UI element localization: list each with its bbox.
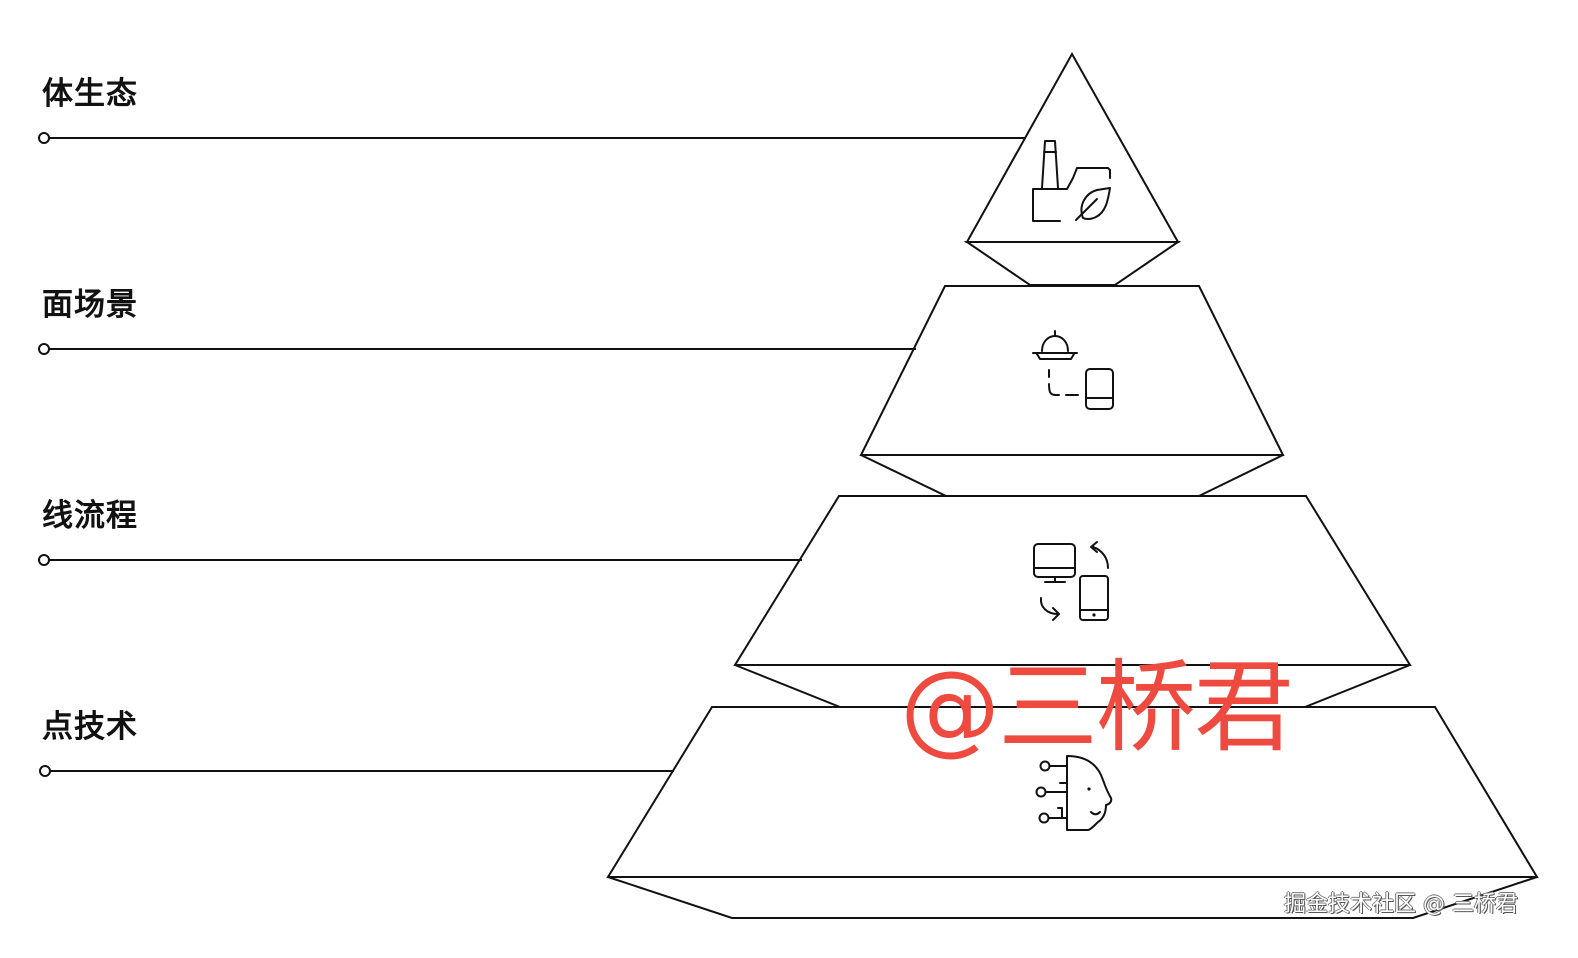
tier-3-label: 线流程 — [42, 498, 138, 534]
leader-endpoint-dot — [38, 132, 50, 144]
tier-1-label: 体生态 — [42, 76, 138, 112]
tier-4-shape — [606, 706, 1539, 919]
tier-4-label: 点技术 — [42, 709, 138, 745]
factory-leaf-icon — [1032, 140, 1111, 222]
ai-head-circuit-icon — [1035, 755, 1113, 831]
tier-3-leader — [38, 554, 802, 566]
tier-4-leader — [39, 765, 674, 777]
author-watermark: @三桥君 — [900, 649, 1294, 766]
tier-2-leader — [38, 343, 916, 355]
leader-endpoint-dot — [38, 343, 50, 355]
desktop-phone-sync-icon — [1033, 541, 1109, 621]
tier-2-label: 面场景 — [42, 287, 138, 323]
tier-1-shape — [963, 51, 1182, 286]
leader-endpoint-dot — [38, 554, 50, 566]
leader-endpoint-dot — [39, 765, 51, 777]
tier-3-shape — [733, 495, 1412, 708]
food-cloche-phone-icon — [1032, 330, 1114, 410]
platform-watermark: 掘金技术社区 @ 三桥君 — [1284, 892, 1518, 917]
tier-2-shape — [859, 285, 1285, 497]
tier-1-leader — [38, 132, 1026, 144]
